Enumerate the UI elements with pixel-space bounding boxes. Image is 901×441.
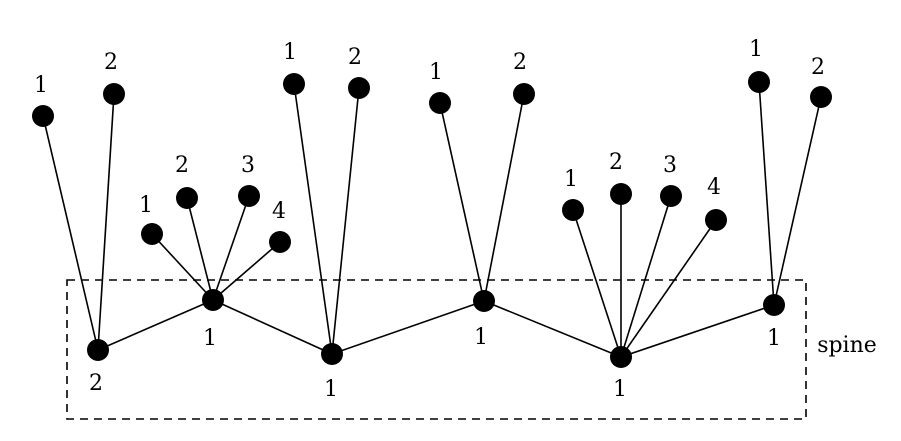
spine-node [473, 290, 495, 312]
spine-node [321, 343, 343, 365]
leaf-label: 1 [283, 40, 297, 65]
leaf-label: 2 [175, 153, 189, 178]
spine-node-label: 1 [474, 325, 488, 350]
leaf-node [610, 183, 632, 205]
leaf-edge [572, 209, 622, 358]
spine-node-label: 1 [324, 377, 338, 402]
leaf-node [810, 86, 832, 108]
leaf-edge [620, 195, 672, 358]
spine-node-label: 1 [613, 377, 627, 402]
leaf-node [705, 209, 727, 231]
leaf-node [238, 185, 260, 207]
spine-node [763, 294, 785, 316]
spine-edge [620, 304, 775, 358]
leaf-label: 2 [348, 45, 362, 70]
leaf-node [562, 199, 584, 221]
spine-node [202, 289, 224, 311]
leaf-label: 2 [513, 50, 527, 75]
leaf-label: 1 [139, 193, 153, 218]
spine-node [87, 339, 109, 361]
leaf-edge [97, 93, 115, 351]
leaf-label: 1 [429, 60, 443, 85]
leaf-node [748, 71, 770, 93]
leaf-label: 4 [272, 199, 286, 224]
leaf-label: 1 [749, 37, 763, 62]
leaf-edge [439, 102, 485, 302]
leaf-edge [42, 115, 99, 351]
leaf-edge [483, 93, 525, 302]
leaf-edge [331, 87, 360, 355]
leaf-edge [212, 195, 250, 301]
spine-node-label: 2 [89, 371, 103, 396]
leaf-label: 3 [241, 153, 255, 178]
spine-node-label: 1 [203, 326, 217, 351]
leaf-node [429, 92, 451, 114]
leaf-node [141, 223, 163, 245]
leaf-node [269, 231, 291, 253]
spine-node-label: 1 [767, 326, 781, 351]
spine-box [66, 279, 807, 420]
leaf-edge [293, 83, 333, 355]
leaf-edge [620, 219, 717, 358]
leaf-node [103, 83, 125, 105]
leaf-edge [186, 197, 214, 301]
leaf-label: 2 [609, 150, 623, 175]
leaf-label: 2 [811, 55, 825, 80]
spine-label: spine [817, 333, 877, 358]
leaf-node [660, 185, 682, 207]
leaf-edge [758, 81, 775, 306]
leaf-node [283, 73, 305, 95]
spine-edge [483, 300, 622, 358]
leaf-label: 1 [564, 167, 578, 192]
leaf-node [513, 83, 535, 105]
leaf-edge [151, 233, 214, 301]
leaf-label: 4 [707, 175, 721, 200]
spine-edge [212, 299, 333, 355]
leaf-edge [773, 96, 822, 306]
leaf-label: 2 [104, 50, 118, 75]
spine-node [610, 346, 632, 368]
leaf-node [32, 105, 54, 127]
leaf-node [176, 187, 198, 209]
leaf-node [348, 77, 370, 99]
leaf-edge [212, 241, 281, 301]
spine-edge [97, 299, 214, 351]
spine-edge [331, 300, 485, 355]
leaf-label: 1 [34, 73, 48, 98]
leaf-label: 3 [663, 153, 677, 178]
